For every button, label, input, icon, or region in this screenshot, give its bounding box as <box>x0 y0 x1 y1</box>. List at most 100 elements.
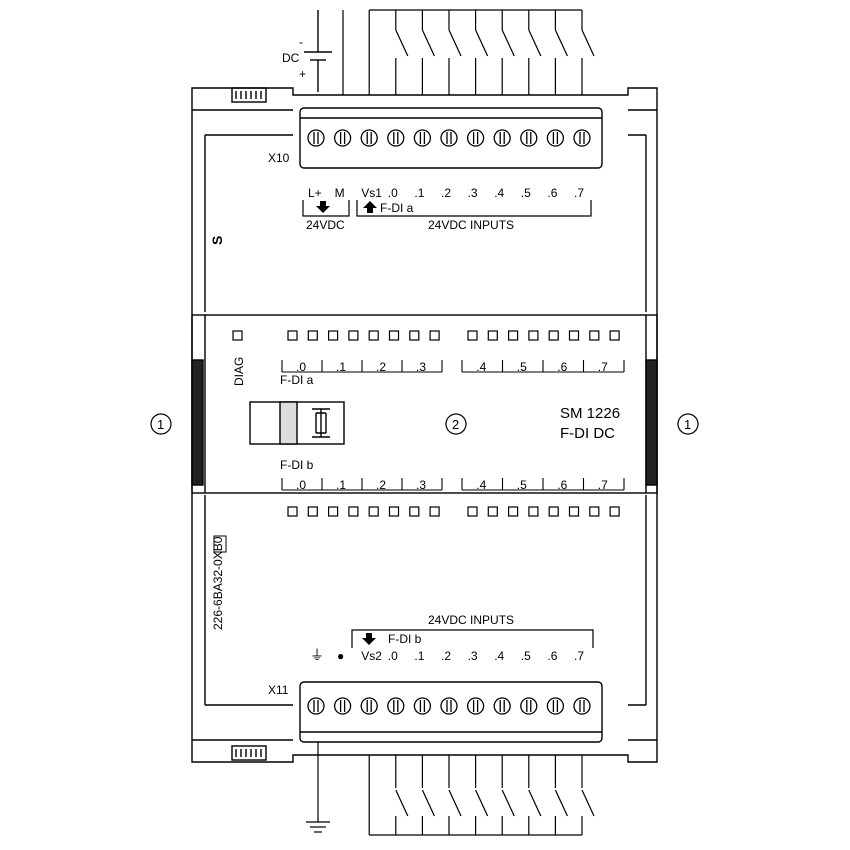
led-channel-label: .1 <box>336 478 346 492</box>
led-channel-label: .4 <box>476 360 486 374</box>
top-terminal-label: .4 <box>494 186 504 200</box>
bottom-terminal-label: .7 <box>574 649 584 663</box>
channel-led <box>409 330 420 341</box>
channel-led <box>328 506 339 517</box>
led-channel-label: .7 <box>598 360 608 374</box>
dc-minus-label: - <box>299 35 303 49</box>
terminal-screw <box>493 129 511 147</box>
channel-a-label: F-DI a <box>280 373 314 387</box>
terminal-screw <box>546 697 565 715</box>
bottom-input-wiring <box>368 755 595 836</box>
channel-led <box>568 330 580 341</box>
top-terminal-label: M <box>335 186 345 200</box>
module-housing <box>191 87 658 763</box>
terminal-screw <box>573 697 591 715</box>
terminal-screw <box>387 697 405 715</box>
channel-led <box>388 506 400 517</box>
order-number: 226-6BA32-0XB0 <box>211 536 225 630</box>
top-terminal-label: L+ <box>308 186 322 200</box>
x10-label: X10 <box>268 151 290 165</box>
led-labels: .0.1.2.3.4.5.6.7.0.1.2.3.4.5.6.7 <box>281 360 625 492</box>
callout-right-number: 1 <box>684 417 691 432</box>
led-channel-label: .7 <box>598 478 608 492</box>
led-channel-label: .0 <box>296 360 306 374</box>
channel-led <box>548 330 559 341</box>
terminal-screw <box>307 129 325 147</box>
terminal-screw <box>440 697 458 715</box>
manufacturer-logo: S <box>209 236 225 245</box>
terminal-screw <box>333 129 352 147</box>
top-latch <box>231 87 267 103</box>
channel-led <box>409 506 420 517</box>
channel-led <box>348 330 359 341</box>
callout-center-number: 2 <box>452 417 459 432</box>
channel-led <box>487 506 498 517</box>
top-input-group-label: 24VDC INPUTS <box>428 218 514 232</box>
channel-led <box>348 506 359 517</box>
dc-label: DC <box>282 51 300 65</box>
led-channel-label: .6 <box>557 360 567 374</box>
diag-label: DIAG <box>232 357 246 386</box>
led-channel-label: .5 <box>517 478 527 492</box>
arrow-down-icon <box>362 633 376 645</box>
top-terminal-screws <box>307 129 591 147</box>
dot-terminal-label: ● <box>337 649 344 663</box>
top-terminal-block <box>299 107 603 169</box>
diag-led <box>232 330 243 341</box>
bottom-terminal-label: .2 <box>441 649 451 663</box>
top-terminal-label: .6 <box>547 186 557 200</box>
channel-led <box>368 330 379 341</box>
ground-terminal-label: ⏚ <box>310 647 324 663</box>
terminal-screw <box>307 697 325 715</box>
channel-led <box>548 506 559 517</box>
left-bus-connector <box>191 359 204 486</box>
led-channel-label: .6 <box>557 478 567 492</box>
dc-plus-label: + <box>299 67 306 81</box>
channel-b-label: F-DI b <box>280 458 314 472</box>
top-terminal-label: .2 <box>441 186 451 200</box>
bottom-terminal-label: .6 <box>547 649 557 663</box>
channel-led <box>307 506 318 517</box>
channel-led <box>328 330 339 341</box>
top-terminal-label: .5 <box>521 186 531 200</box>
channel-led <box>467 506 478 517</box>
channel-led <box>528 330 539 341</box>
x11-label: X11 <box>268 683 289 697</box>
callout-left-number: 1 <box>157 417 164 432</box>
status-panel <box>191 314 658 494</box>
led-channel-label: .4 <box>476 478 486 492</box>
callout-right <box>677 413 699 435</box>
led-channel-label: .2 <box>376 360 386 374</box>
channel-led <box>568 506 580 517</box>
terminal-screw <box>546 129 565 147</box>
bottom-terminal-label: .0 <box>388 649 398 663</box>
top-terminal-label: .3 <box>468 186 478 200</box>
top-terminal-label: Vs1 <box>361 186 382 200</box>
ground-symbol <box>306 742 330 833</box>
terminal-screw <box>413 697 432 715</box>
bottom-terminal-label: .5 <box>521 649 531 663</box>
terminal-screw <box>360 697 378 715</box>
module-name: SM 1226 <box>560 405 620 422</box>
terminal-screw <box>333 697 352 715</box>
bottom-latch <box>231 745 267 761</box>
channel-led <box>429 330 440 341</box>
channel-led <box>307 330 318 341</box>
bottom-terminal-block <box>299 681 603 743</box>
arrow-down-icon <box>316 201 330 213</box>
arrow-up-icon <box>363 201 377 213</box>
led-channel-label: .0 <box>296 478 306 492</box>
top-input-wiring <box>342 9 595 95</box>
channel-led <box>287 330 298 341</box>
terminal-screw <box>413 129 432 147</box>
top-terminal-label: .7 <box>574 186 584 200</box>
channel-led <box>287 506 298 517</box>
led-channel-label: .3 <box>416 360 426 374</box>
dc-supply-symbol <box>304 10 332 92</box>
callout-center <box>445 413 467 435</box>
channel-led <box>429 506 440 517</box>
callout-left <box>150 413 172 435</box>
led-channel-label: .2 <box>376 478 386 492</box>
